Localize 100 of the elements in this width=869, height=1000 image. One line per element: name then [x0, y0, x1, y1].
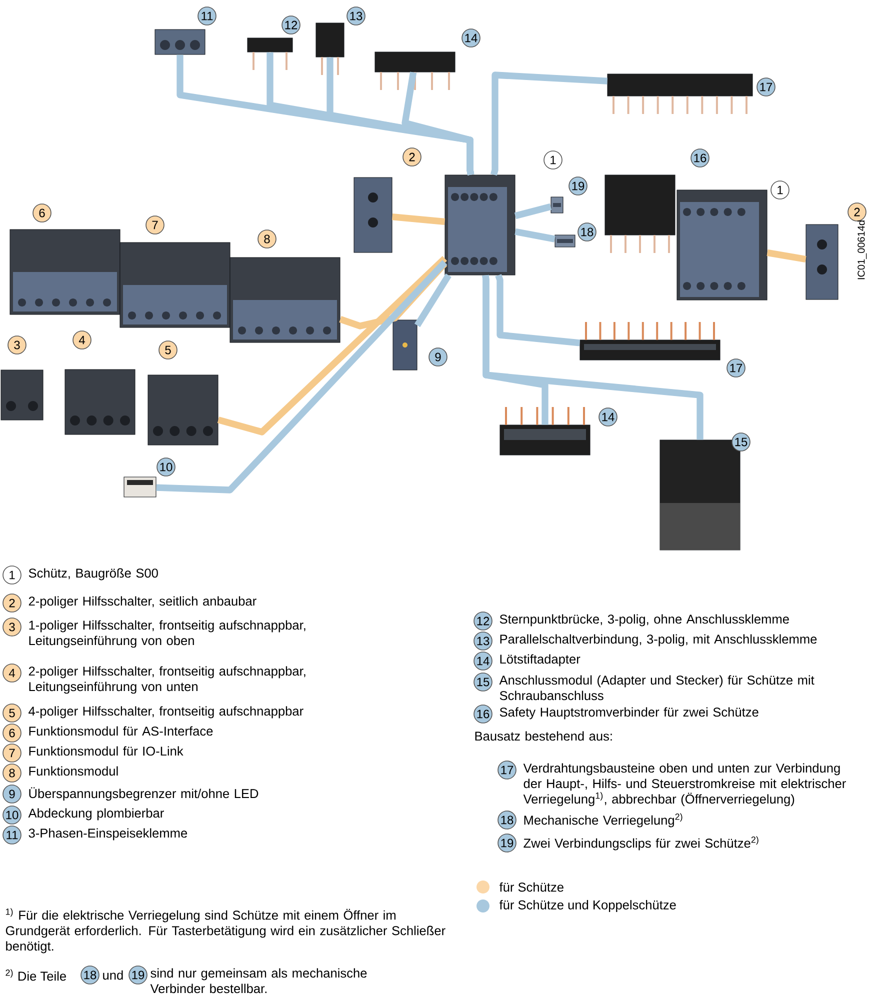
callout-number: 3 [2, 618, 22, 636]
callout-number: 19 [498, 834, 516, 852]
callout-number: 19 [128, 966, 148, 984]
adapter-drawing [500, 407, 590, 456]
contactor-drawing [676, 190, 768, 300]
callout-number: 7 [2, 744, 22, 762]
legend-text: 4-poliger Hilfsschalter, frontseitig aufschnappbar [28, 706, 304, 718]
legend-label: für Schütze [499, 882, 564, 892]
callout-number: 6 [32, 204, 52, 222]
legend-text: 2-poliger Hilfsschalter, seitlich anbaubar [28, 596, 256, 608]
legend-text: Bausatz bestehend aus: [475, 731, 612, 741]
callout-number: 9 [428, 348, 448, 366]
legend-text: Verdrahtungsbausteine oben und unten zur Verbindung der Haupt-, Hilfs- und Steuerstromkreise mit elektrischer Verriegelung$^{1)}$, abbrechbar (Öffnerverriegelung) [523, 763, 846, 806]
connector-drawing [316, 22, 344, 75]
callout-number: 2 [402, 148, 422, 166]
callout-number: 14 [462, 28, 480, 48]
callout-number: 15 [474, 672, 492, 692]
callout-number: 18 [578, 222, 596, 242]
clip-drawing [550, 196, 564, 214]
callout-number: 2 [848, 202, 866, 222]
callout-number: 16 [474, 704, 492, 724]
callout-number: 5 [2, 704, 22, 722]
callout-number: 13 [474, 632, 492, 650]
connector-line [217, 256, 448, 436]
callout-number: 8 [258, 230, 276, 248]
callout-number: 14 [474, 652, 492, 670]
legend-text: 3-Phasen-Einspeiseklemme [28, 828, 188, 840]
function-module-drawing [10, 229, 120, 315]
image-id: IC01_00614d [857, 220, 867, 280]
cover-drawing [124, 476, 156, 498]
auxiliary-switch-drawing [354, 177, 392, 253]
callout-number: 11 [2, 826, 22, 844]
callout-number: 6 [2, 724, 22, 742]
callout-number: 10 [2, 806, 22, 824]
bridge-drawing [247, 38, 293, 70]
legend-text: Anschlussmodul (Adapter und Stecker) für Schütze mit Schraubanschluss [499, 675, 814, 700]
legend-text: 2-poliger Hilfsschalter, frontseitig aufschnappbar, Leitungseinführung von unten [28, 666, 306, 694]
callout-number: 12 [474, 612, 492, 630]
connector-line [414, 274, 452, 328]
connector-line [156, 260, 448, 494]
wiring-module-drawing [607, 74, 753, 114]
callout-number: 19 [568, 176, 588, 196]
callout-number: 1 [2, 566, 22, 584]
callout-number: 10 [156, 458, 176, 476]
callout-number: 7 [146, 216, 164, 234]
callout-number: 17 [756, 78, 776, 96]
legend-text: Funktionsmodul für AS-Interface [29, 726, 213, 736]
connector-line [514, 228, 556, 242]
adapter-drawing [374, 52, 456, 90]
connector-line [402, 72, 474, 176]
callout-number: 18 [498, 810, 516, 830]
auxiliary-switch-drawing [64, 369, 136, 435]
connector-line [766, 249, 806, 263]
connector-line [490, 72, 608, 176]
auxiliary-switch-drawing [806, 224, 838, 300]
function-module-drawing [120, 242, 230, 328]
callout-number: 11 [198, 6, 216, 26]
function-module-drawing [230, 257, 340, 343]
callout-number: 1 [544, 150, 562, 170]
legend-text: Abdeckung plombierbar [28, 808, 164, 820]
legend-text: Mechanische Verriegelung$^{2)}$ [524, 813, 682, 828]
legend-label: für Schütze und Koppelschütze [499, 900, 676, 912]
connector-line [495, 274, 580, 346]
callout-number: 12 [282, 16, 300, 34]
connector-line [392, 213, 446, 226]
terminal-drawing [154, 29, 206, 55]
legend-text: Safety Hauptstromverbinder für zwei Schütze [500, 707, 758, 720]
legend-text: Sternpunktbrücke, 3-polig, ohne Anschlussklemme [500, 614, 789, 626]
surge-suppressor-drawing [392, 320, 418, 370]
callout-number: 4 [72, 330, 92, 350]
legend-text: $^{2)}$ Die Teile [6, 969, 66, 981]
callout-number: 3 [8, 336, 26, 354]
callout-number: 5 [158, 340, 178, 360]
callout-number: 15 [732, 432, 750, 452]
lock-drawing [554, 234, 576, 248]
legend-text: Funktionsmodul für IO-Link [29, 746, 184, 756]
connector-line [482, 274, 704, 440]
legend-text: $^{1)}$ Für die elektrische Verriegelung sind Schütze mit einem Öffner im Grundgerät erforderlich. Für Tasterbetätigung wird ein zusätzlicher Schließer benötigt. [6, 908, 446, 954]
callout-number: 9 [2, 784, 22, 804]
callout-number: 13 [346, 6, 366, 26]
legend-text: Zwei Verbindungsclips für zwei Schütze$^{2)}$ [524, 836, 758, 850]
main-circuit-connector-drawing [604, 174, 676, 253]
wiring-module-drawing [580, 322, 720, 360]
legend-text: Funktionsmodul [29, 766, 118, 776]
auxiliary-switch-drawing [0, 370, 44, 420]
legend-text: Schütz, Baugröße S00 [28, 568, 158, 580]
callout-number: 2 [2, 594, 22, 612]
legend-text: sind nur gemeinsam als mechanische Verbinder bestellbar. [150, 968, 367, 994]
legend-text: 1-poliger Hilfsschalter, frontseitig aufschnappbar, Leitungseinführung von oben [29, 620, 306, 648]
legend-text: und [103, 970, 123, 980]
callout-number: 14 [598, 408, 618, 426]
callout-number: 17 [726, 358, 746, 378]
callout-number: 17 [498, 760, 516, 780]
connector-line [514, 203, 552, 220]
callout-number: 18 [80, 966, 100, 984]
auxiliary-switch-drawing [148, 374, 218, 446]
callout-number: 1 [770, 180, 790, 200]
legend-text: Überspannungsbegrenzer mit/ohne LED [29, 787, 258, 801]
legend-text: Lötstiftadapter [500, 654, 580, 666]
legend-text: Parallelschaltverbindung, 3-polig, mit Anschlussklemme [500, 634, 817, 646]
